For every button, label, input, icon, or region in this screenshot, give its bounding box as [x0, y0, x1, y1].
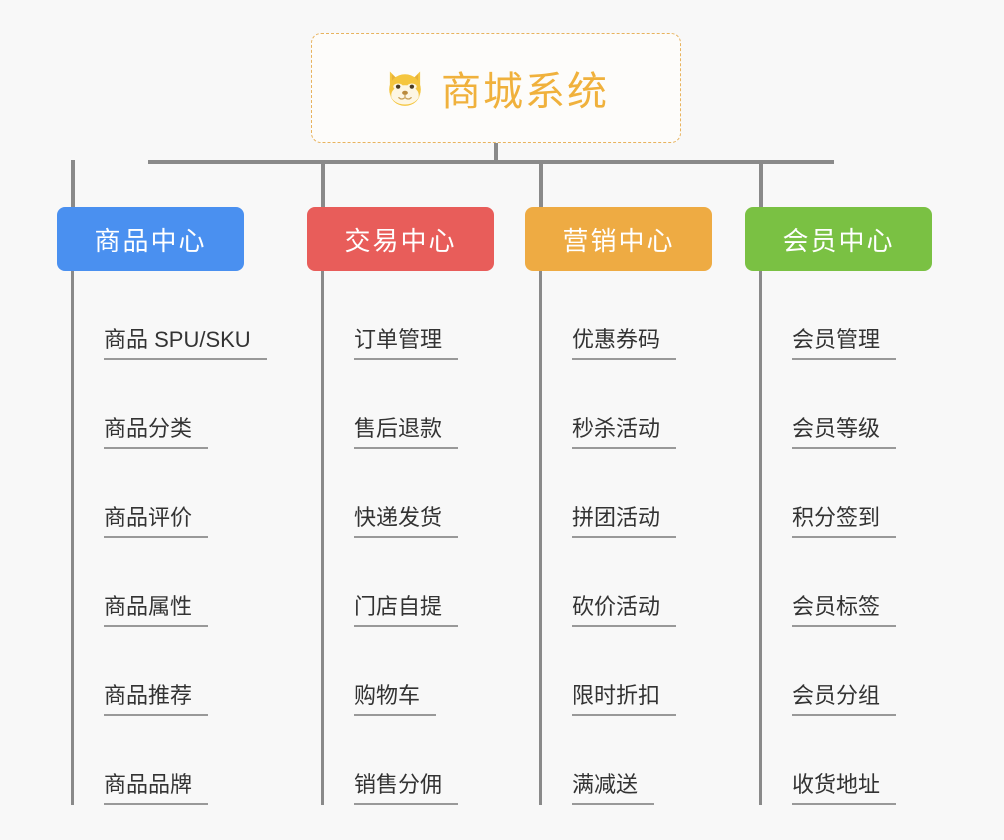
category-header-trade[interactable]: 交易中心	[307, 207, 494, 271]
leaf-label: 销售分佣	[354, 772, 459, 805]
leaf-label: 快递发货	[354, 505, 459, 538]
list-item[interactable]: 秒杀活动	[542, 360, 745, 449]
leaf-label: 限时折扣	[572, 683, 677, 716]
connector-drop-product	[71, 160, 75, 207]
category-header-member[interactable]: 会员中心	[745, 207, 932, 271]
category-header-product[interactable]: 商品中心	[57, 207, 244, 271]
leaf-label: 优惠券码	[572, 327, 677, 360]
leaf-label: 积分签到	[792, 505, 897, 538]
list-item[interactable]: 订单管理	[324, 271, 527, 360]
list-item[interactable]: 拼团活动	[542, 449, 745, 538]
leaf-label: 满减送	[572, 772, 655, 805]
leaf-label: 商品评价	[104, 505, 209, 538]
leaf-label: 会员标签	[792, 594, 897, 627]
list-item[interactable]: 售后退款	[324, 360, 527, 449]
leaf-label: 砍价活动	[572, 594, 677, 627]
leaf-label: 售后退款	[354, 416, 459, 449]
connector-root-stem	[494, 143, 498, 164]
list-item[interactable]: 积分签到	[762, 449, 965, 538]
list-item[interactable]: 会员分组	[762, 627, 965, 716]
leaf-label: 会员分组	[792, 683, 897, 716]
leaf-list-product: 商品 SPU/SKU 商品分类 商品评价 商品属性 商品推荐 商品品牌	[71, 271, 277, 805]
list-item[interactable]: 商品分类	[74, 360, 277, 449]
leaf-label: 门店自提	[354, 594, 459, 627]
leaf-list-trade: 订单管理 售后退款 快递发货 门店自提 购物车 销售分佣	[321, 271, 527, 805]
leaf-label: 购物车	[354, 683, 437, 716]
leaf-label: 收货地址	[792, 772, 897, 805]
root-node[interactable]: 商城系统	[311, 33, 681, 143]
list-item[interactable]: 限时折扣	[542, 627, 745, 716]
connector-drop-trade	[321, 160, 325, 207]
list-item[interactable]: 会员管理	[762, 271, 965, 360]
category-header-marketing[interactable]: 营销中心	[525, 207, 712, 271]
list-item[interactable]: 销售分佣	[324, 716, 527, 805]
list-item[interactable]: 收货地址	[762, 716, 965, 805]
leaf-list-marketing: 优惠券码 秒杀活动 拼团活动 砍价活动 限时折扣 满减送	[539, 271, 745, 805]
leaf-label: 拼团活动	[572, 505, 677, 538]
list-item[interactable]: 满减送	[542, 716, 745, 805]
leaf-label: 商品分类	[104, 416, 209, 449]
leaf-label: 订单管理	[354, 327, 459, 360]
connector-drop-member	[759, 160, 763, 207]
leaf-label: 秒杀活动	[572, 416, 677, 449]
leaf-label: 会员管理	[792, 327, 897, 360]
list-item[interactable]: 商品品牌	[74, 716, 277, 805]
list-item[interactable]: 优惠券码	[542, 271, 745, 360]
leaf-label: 商品品牌	[104, 772, 209, 805]
list-item[interactable]: 砍价活动	[542, 538, 745, 627]
leaf-list-member: 会员管理 会员等级 积分签到 会员标签 会员分组 收货地址	[759, 271, 965, 805]
list-item[interactable]: 商品评价	[74, 449, 277, 538]
list-item[interactable]: 商品 SPU/SKU	[74, 271, 277, 360]
leaf-label: 商品 SPU/SKU	[104, 327, 267, 360]
leaf-label: 商品属性	[104, 594, 209, 627]
leaf-label: 商品推荐	[104, 683, 209, 716]
list-item[interactable]: 购物车	[324, 627, 527, 716]
list-item[interactable]: 商品推荐	[74, 627, 277, 716]
connector-horizontal-bus	[148, 160, 834, 164]
list-item[interactable]: 商品属性	[74, 538, 277, 627]
root-title: 商城系统	[441, 70, 609, 114]
leaf-label: 会员等级	[792, 416, 897, 449]
list-item[interactable]: 快递发货	[324, 449, 527, 538]
list-item[interactable]: 会员等级	[762, 360, 965, 449]
list-item[interactable]: 会员标签	[762, 538, 965, 627]
connector-drop-marketing	[539, 160, 543, 207]
list-item[interactable]: 门店自提	[324, 538, 527, 627]
shiba-dog-face-icon	[383, 66, 427, 110]
